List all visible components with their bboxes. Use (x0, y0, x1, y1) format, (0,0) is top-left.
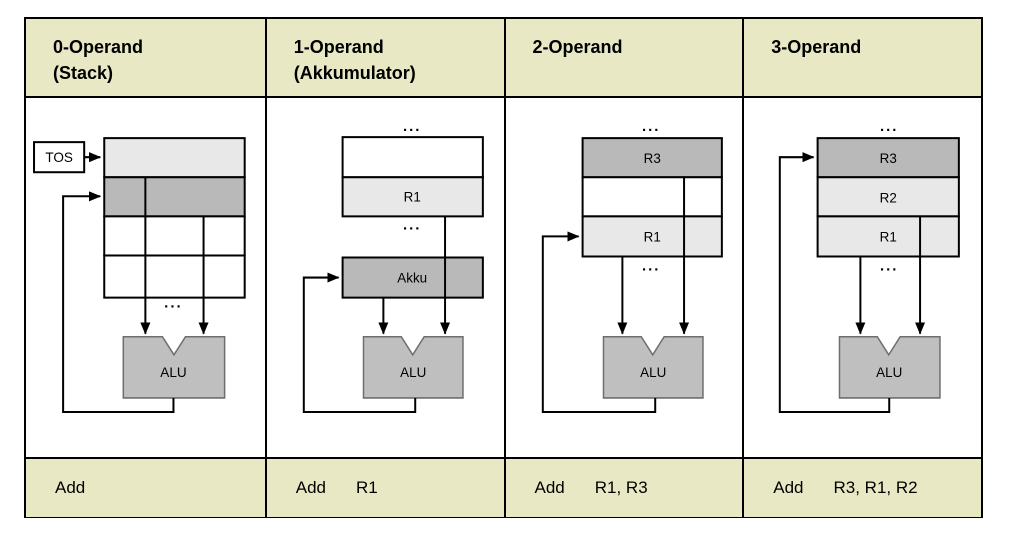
ellipsis: ... (642, 257, 660, 274)
alu-label: ALU (400, 365, 426, 380)
instruction-set-architecture-table: 0-Operand (Stack) TOS (24, 17, 983, 518)
column-2-operand: 2-Operand ... R3 R1 ... (503, 19, 743, 518)
column-0-operand-stack: 0-Operand (Stack) TOS (26, 19, 265, 518)
stack-cell-top (103, 137, 246, 179)
result-feedback-wire (62, 191, 175, 413)
mnemonic: Add (773, 478, 804, 498)
header-line2: (Akkumulator) (293, 63, 416, 83)
header-line1: 2-Operand (532, 37, 623, 57)
alu-shape (362, 335, 464, 399)
column-3-operand: 3-Operand ... R3 R2 R1 ... (742, 19, 981, 518)
instruction-example: Add R3, R1, R2 (744, 457, 981, 518)
register-stack (816, 137, 961, 258)
column-header: 2-Operand (505, 19, 743, 98)
result-feedback-wire (302, 272, 416, 413)
ellipsis: ... (880, 118, 898, 135)
ellipsis: ... (164, 295, 183, 312)
three-operand-diagram: ... R3 R2 R1 ... ALU (744, 98, 981, 458)
ellipsis: ... (880, 257, 898, 274)
instruction-example: Add R1 (266, 457, 504, 518)
ellipsis: ... (642, 118, 660, 135)
alu-shape (122, 335, 226, 399)
result-feedback-wire (541, 231, 656, 413)
instruction-example: Add R1, R3 (505, 457, 743, 518)
register-cell-r1 (341, 176, 484, 218)
register-cell (581, 176, 723, 218)
register-label-r3: R3 (880, 151, 897, 166)
register-cell-r1 (816, 215, 961, 258)
two-operand-diagram-svg: ... R3 R1 ... ALU (541, 118, 723, 413)
register-label-r1: R1 (880, 229, 897, 244)
akku-register-box (341, 256, 484, 299)
operand-list: R3, R1, R2 (833, 478, 918, 498)
operand-list: R1, R3 (594, 478, 648, 498)
column-header: 0-Operand (Stack) (26, 19, 265, 98)
ellipsis: ... (403, 118, 421, 135)
header-line1: 0-Operand (53, 37, 144, 57)
akku-diagram-svg: ... R1 ... Akku ALU (302, 118, 484, 413)
header-line1: 1-Operand (293, 37, 384, 57)
alu-label: ALU (640, 365, 666, 380)
stack-cell (103, 254, 246, 299)
alu-label: ALU (160, 365, 186, 380)
three-operand-diagram-svg: ... R3 R2 R1 ... ALU (779, 118, 961, 413)
stack-cell (103, 215, 246, 257)
mnemonic: Add (295, 478, 326, 498)
register-stack (103, 137, 246, 299)
register-stack (581, 137, 723, 258)
stack-diagram: TOS ... ALU (26, 98, 265, 458)
two-operand-diagram: ... R3 R1 ... ALU (505, 98, 743, 458)
stack-diagram-svg: TOS ... ALU (33, 137, 246, 413)
register-label-r1: R1 (403, 189, 420, 204)
alu-shape (838, 335, 941, 399)
column-header: 1-Operand (Akkumulator) (266, 19, 504, 98)
register-stack (341, 136, 484, 218)
ellipsis: ... (403, 216, 421, 233)
instruction-example: Add (26, 457, 265, 518)
register-cell-r3 (816, 137, 961, 179)
alu-label: ALU (876, 365, 902, 380)
register-cell-r2 (816, 176, 961, 218)
mnemonic: Add (55, 478, 86, 498)
register-label-r1: R1 (643, 229, 660, 244)
akku-diagram: ... R1 ... Akku ALU (266, 98, 504, 458)
header-line2: (Stack) (53, 63, 114, 83)
register-cell (341, 136, 484, 179)
column-header: 3-Operand (744, 19, 981, 98)
operand-list: R1 (356, 478, 378, 498)
tos-label: TOS (45, 150, 73, 165)
akku-label: Akku (397, 271, 427, 286)
header-line1: 3-Operand (771, 37, 862, 57)
alu-shape (602, 335, 704, 399)
column-1-operand-akku: 1-Operand (Akkumulator) ... R1 ... Akku (264, 19, 504, 518)
stack-cell-second (103, 176, 246, 218)
register-label-r2: R2 (880, 190, 897, 205)
register-cell-r1 (581, 215, 723, 258)
tos-pointer-box (33, 141, 86, 174)
result-feedback-wire (779, 152, 891, 413)
register-label-r3: R3 (643, 151, 660, 166)
mnemonic: Add (534, 478, 565, 498)
